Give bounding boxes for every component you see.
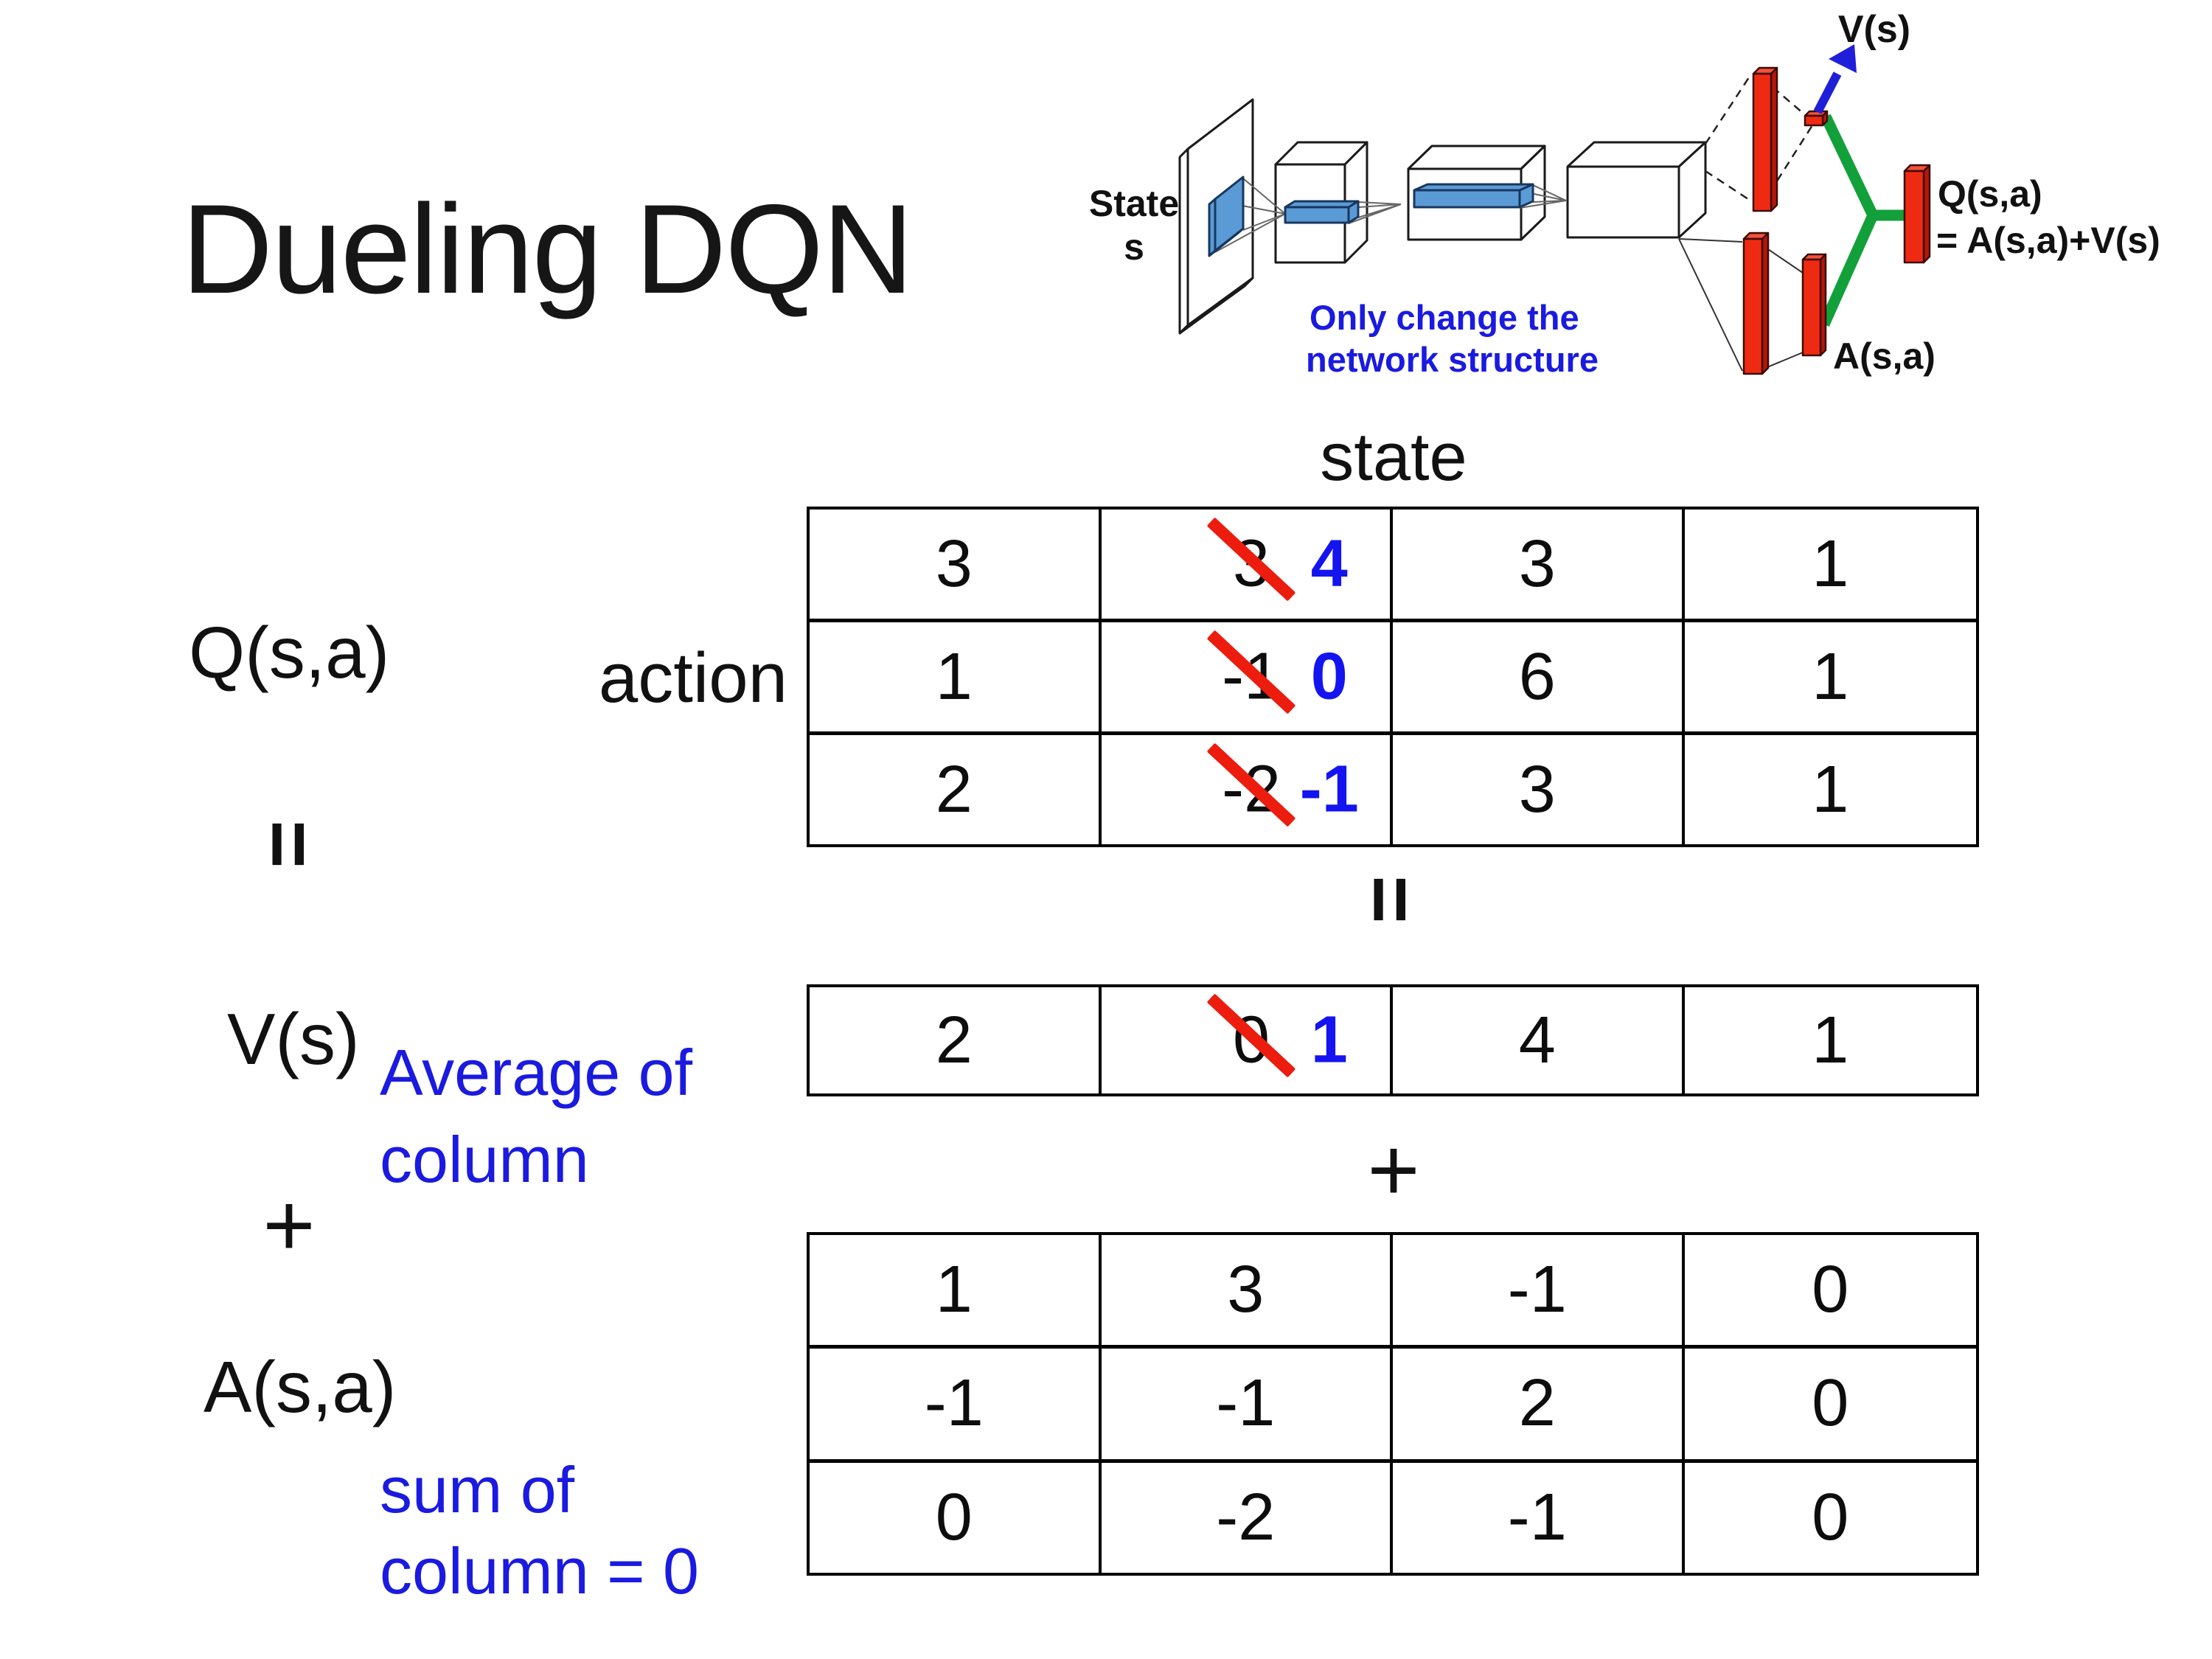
matrix-cell: 2 bbox=[1393, 1349, 1685, 1463]
convolution-fan-lines bbox=[1214, 178, 1567, 253]
fc-bar-bottom bbox=[1742, 232, 1770, 375]
matrix-cell: 4 bbox=[1393, 987, 1685, 1093]
matrix-cell: 3 bbox=[1393, 735, 1685, 844]
corrected-value: -1 bbox=[1299, 752, 1359, 827]
average-of-column-note: Average of column bbox=[380, 1036, 693, 1196]
advantage-bar bbox=[1801, 253, 1827, 357]
a-matrix-label: A(s,a) bbox=[204, 1346, 397, 1427]
matrix-cell: 1 bbox=[1684, 509, 1976, 622]
matrix-cell: 0 bbox=[1684, 1349, 1976, 1463]
crossed-out-value: -2 bbox=[1206, 742, 1296, 828]
matrix-cell: 1 bbox=[1684, 622, 1976, 735]
crossed-out-value: 3 bbox=[1206, 517, 1296, 602]
matrix-cell: 3 bbox=[810, 509, 1102, 622]
state-axis-label: state bbox=[1320, 420, 1467, 495]
matrix-cell: 0 bbox=[1812, 1480, 1849, 1554]
matrix-cell: 1 bbox=[810, 1235, 1102, 1349]
advantage-stream-lines bbox=[1678, 238, 1804, 372]
v-matrix-label: V(s) bbox=[227, 998, 360, 1079]
corrected-value: 0 bbox=[1310, 639, 1348, 714]
slide-title: Dueling DQN bbox=[181, 178, 914, 320]
diagram-state-label-line2: s bbox=[1124, 226, 1144, 268]
diagram-note-line1: Only change the bbox=[1310, 298, 1579, 337]
matrix-cell: 01 bbox=[1102, 987, 1393, 1093]
matrix-cell: -1 bbox=[1393, 1462, 1685, 1573]
action-axis-label: action bbox=[598, 639, 787, 717]
value-node bbox=[1804, 110, 1829, 127]
diagram-q-formula-label: = A(s,a)+V(s) bbox=[1936, 220, 2160, 261]
equals-sign-middle: = bbox=[1345, 875, 1437, 924]
diagram-q-output-label: Q(s,a) bbox=[1938, 173, 2042, 215]
v-values-table: 20141 bbox=[807, 984, 1979, 1096]
fc-bar-top bbox=[1752, 66, 1778, 212]
matrix-cell: 3 bbox=[1393, 509, 1685, 622]
feature-map-filters bbox=[1208, 175, 1534, 257]
q-matrix-label: Q(s,a) bbox=[189, 612, 390, 693]
fc-bars bbox=[1742, 66, 1931, 375]
aggregation-merge-lines bbox=[1819, 114, 1905, 327]
matrix-cell: 34 bbox=[1101, 509, 1393, 622]
matrix-cell: 0 bbox=[1684, 1235, 1976, 1349]
diagram-v-output-label: V(s) bbox=[1838, 8, 1910, 51]
matrix-cell: -2 bbox=[1102, 1462, 1393, 1573]
matrix-cell: -10 bbox=[1101, 622, 1393, 735]
corrected-value: 1 bbox=[1310, 1003, 1348, 1077]
matrix-cell: 1 bbox=[1812, 1003, 1849, 1077]
matrix-cell: -1 bbox=[810, 1349, 1102, 1463]
diagram-note-line2: network structure bbox=[1306, 340, 1599, 379]
crossed-out-value: 0 bbox=[1206, 993, 1296, 1079]
matrix-cell: -1 bbox=[1393, 1235, 1685, 1349]
matrix-cell: -2-1 bbox=[1102, 735, 1393, 844]
dueling-network-diagram: State s V(s) Q(s,a) = A(s,a)+V(s) A(s,a)… bbox=[1089, 8, 2160, 379]
crossed-out-value: -1 bbox=[1206, 630, 1296, 715]
diagram-state-label-line1: State bbox=[1089, 183, 1179, 224]
diagram-a-output-label: A(s,a) bbox=[1833, 335, 1935, 377]
matrix-cell: -1 bbox=[1101, 1349, 1393, 1463]
matrix-cell: 2 bbox=[810, 987, 1102, 1093]
equals-sign-left: = bbox=[243, 820, 335, 869]
plus-sign-middle: + bbox=[1367, 1119, 1420, 1220]
matrix-cell: 3 bbox=[1101, 1235, 1393, 1349]
value-output-arrow bbox=[1813, 44, 1857, 114]
matrix-cell: 6 bbox=[1393, 622, 1685, 735]
sum-of-column-note: sum of column = 0 bbox=[380, 1453, 699, 1607]
q-output-bar bbox=[1903, 164, 1931, 264]
corrected-value: 4 bbox=[1310, 526, 1348, 601]
matrix-cell: 1 bbox=[810, 622, 1102, 735]
plus-sign-left: + bbox=[262, 1175, 316, 1275]
matrix-cell: 0 bbox=[810, 1462, 1102, 1573]
matrix-cell: 2 bbox=[810, 735, 1102, 844]
matrix-cell: 1 bbox=[1812, 752, 1849, 827]
